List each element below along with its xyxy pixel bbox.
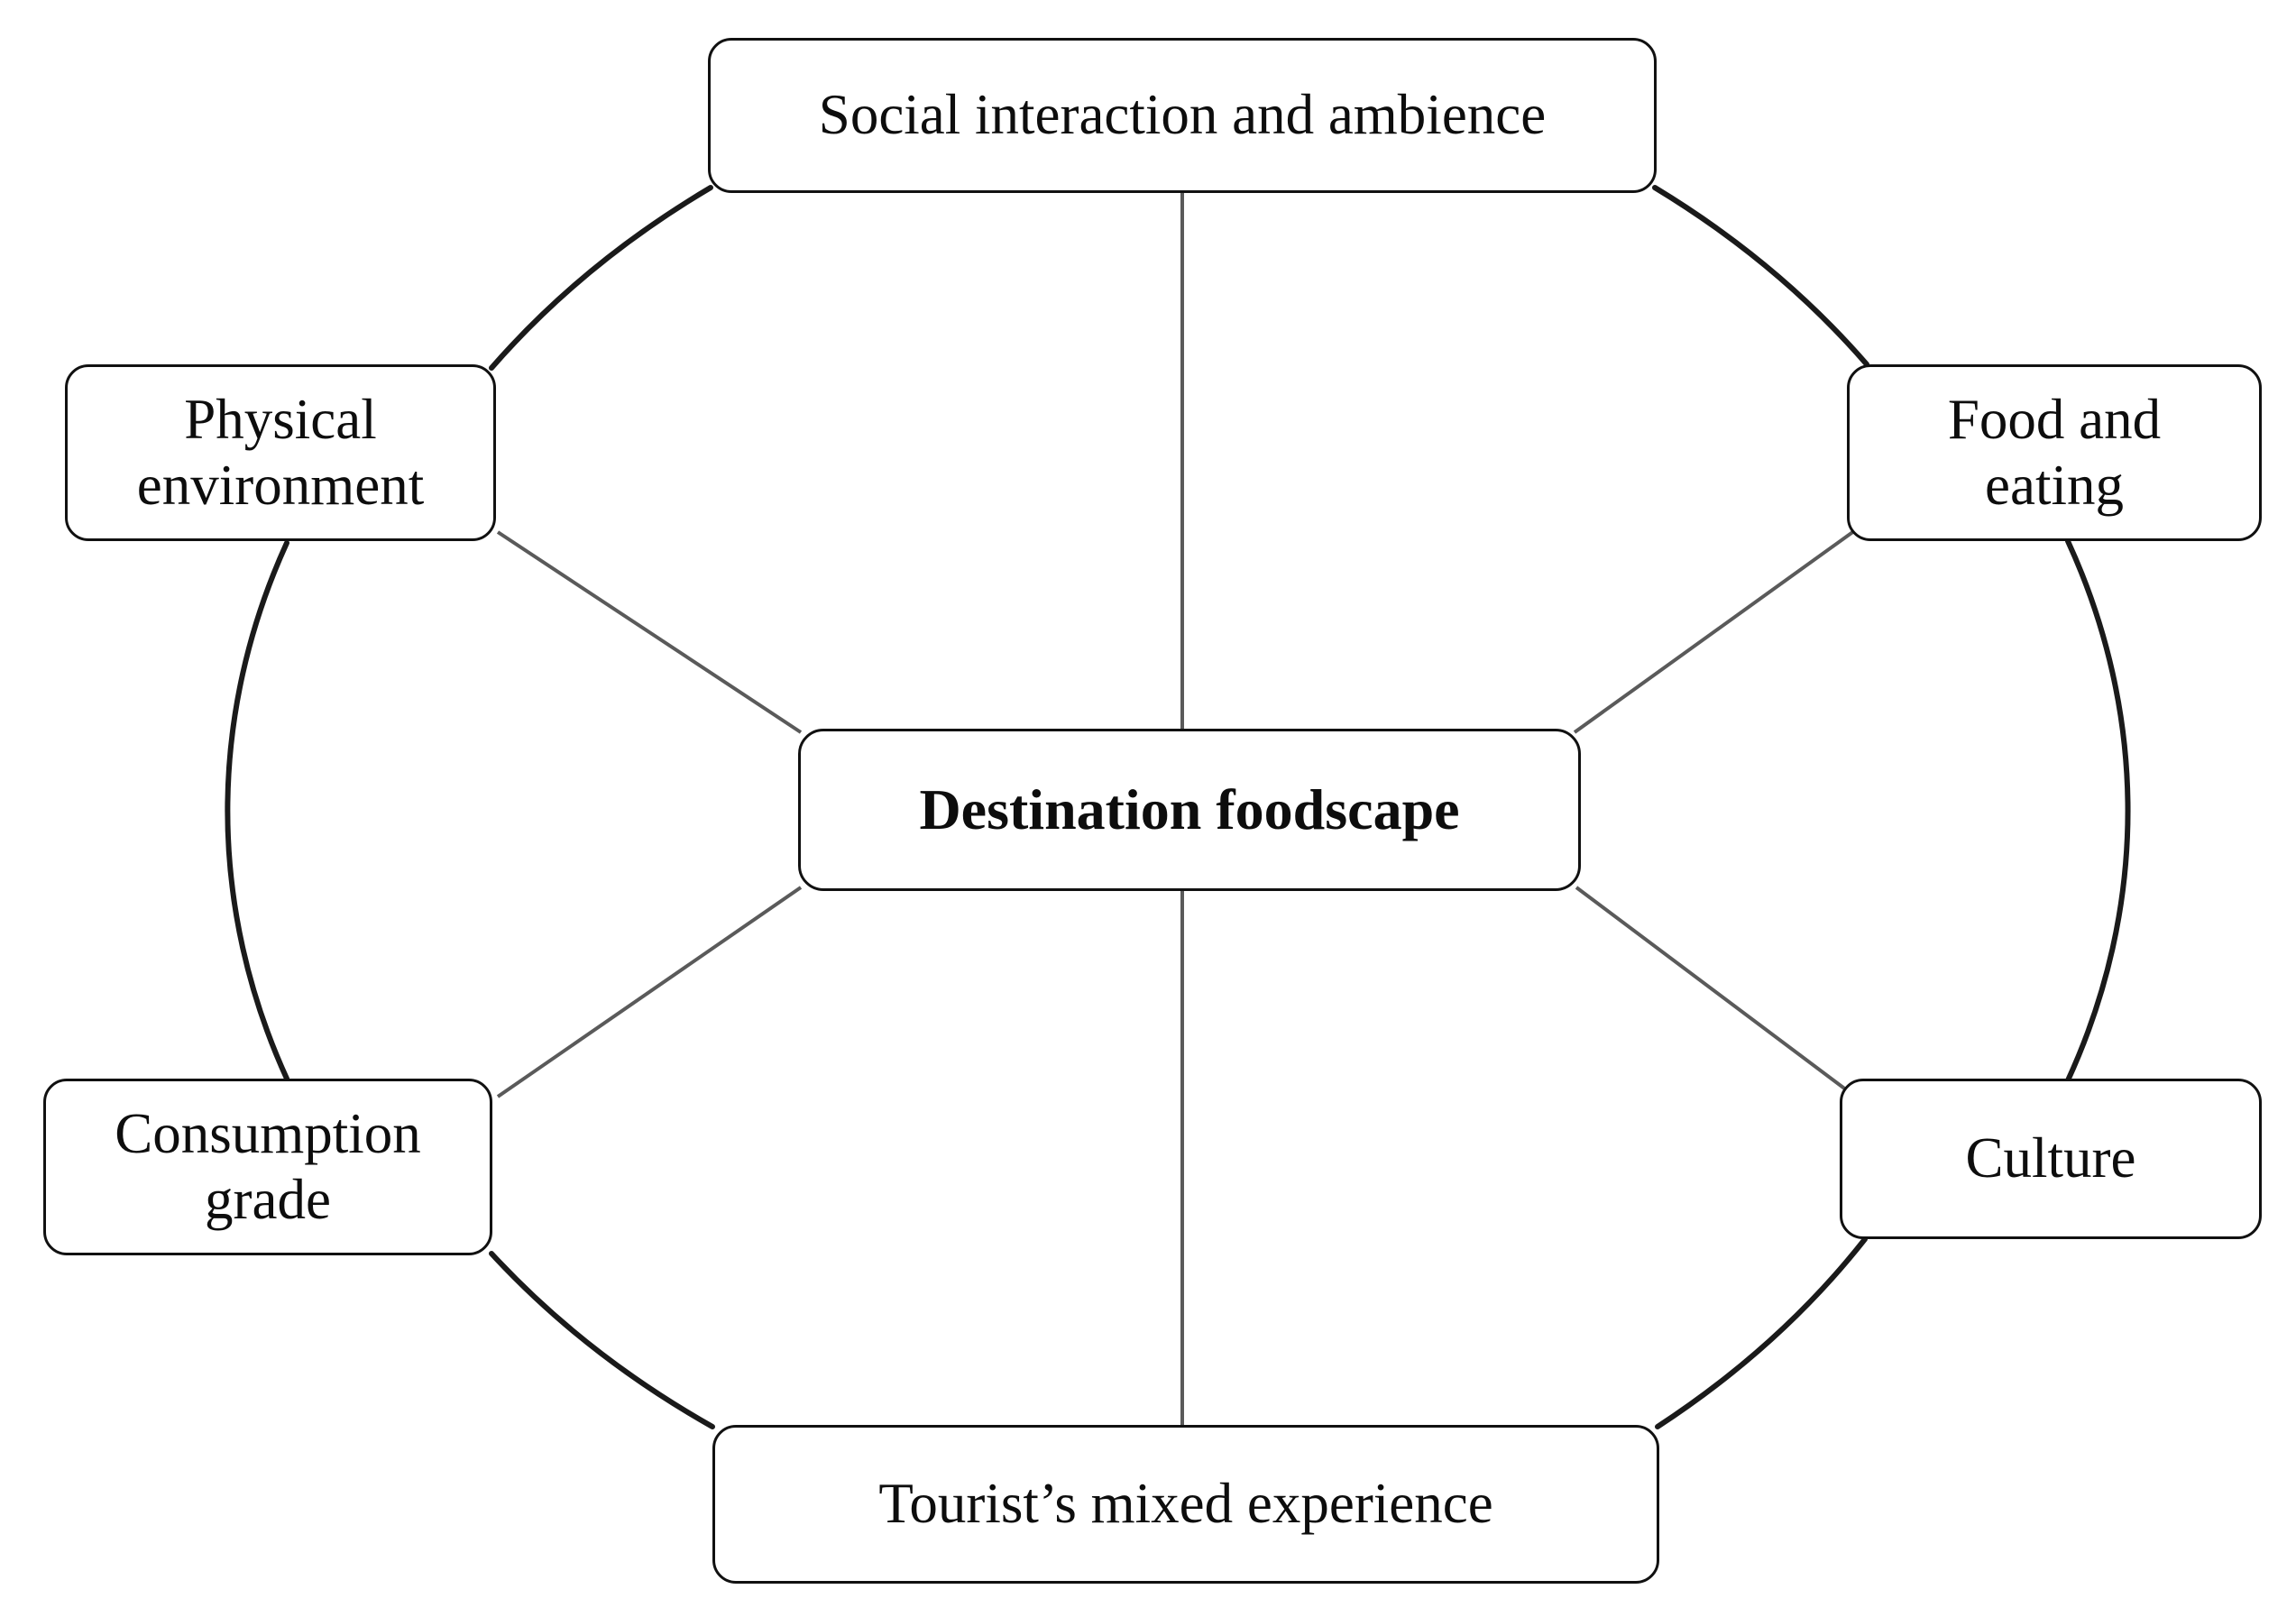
spoke-center-to-food bbox=[1573, 527, 1860, 734]
node-social-interaction-and-ambience[interactable]: Social interaction and ambience bbox=[708, 38, 1657, 193]
node-physical-environment[interactable]: Physical environment bbox=[65, 364, 496, 541]
ring-arc-social-to-physical bbox=[489, 185, 713, 371]
node-tourists-mixed-experience[interactable]: Tourist’s mixed experience bbox=[712, 1425, 1659, 1584]
node-destination-foodscape[interactable]: Destination foodscape bbox=[798, 729, 1581, 891]
ring-arc-social-to-food bbox=[1652, 185, 1869, 367]
ring-arc-food-to-culture bbox=[2065, 538, 2131, 1083]
ring-arc-consumption-to-physical bbox=[225, 540, 289, 1081]
spoke-center-to-consumption bbox=[496, 886, 803, 1098]
node-consumption-grade[interactable]: Consumption grade bbox=[43, 1079, 492, 1255]
spoke-center-to-physical bbox=[496, 530, 803, 734]
ring-arc-culture-to-tourist bbox=[1655, 1236, 1868, 1429]
node-label: Tourist’s mixed experience bbox=[878, 1472, 1493, 1536]
ring-ellipse bbox=[225, 185, 2131, 1429]
node-label: Physical environment bbox=[136, 387, 425, 517]
node-culture[interactable]: Culture bbox=[1840, 1079, 2262, 1239]
node-food-and-eating[interactable]: Food and eating bbox=[1847, 364, 2262, 541]
node-label: Culture bbox=[1965, 1126, 2136, 1190]
node-label: Social interaction and ambience bbox=[818, 83, 1547, 147]
node-label: Consumption grade bbox=[115, 1101, 421, 1231]
node-label-center: Destination foodscape bbox=[919, 776, 1460, 841]
spoke-center-to-culture bbox=[1575, 886, 1852, 1095]
spokes bbox=[496, 193, 1860, 1425]
ring-arc-tourist-to-consumption bbox=[489, 1251, 715, 1429]
node-label: Food and eating bbox=[1947, 387, 2162, 517]
